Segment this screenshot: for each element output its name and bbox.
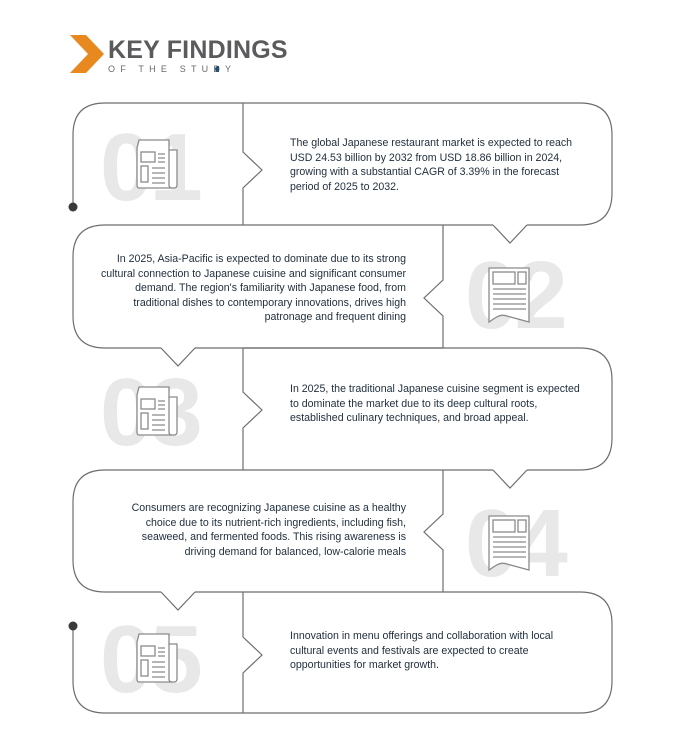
finding-text-05: Innovation in menu offerings and collabo… <box>290 630 554 671</box>
speech-tail <box>160 345 196 367</box>
title: KEY FINDINGS <box>108 36 288 64</box>
timeline-end-dot <box>68 621 78 631</box>
speech-tail <box>160 589 196 611</box>
speech-tail <box>492 222 528 244</box>
newspaper-icon <box>488 515 530 572</box>
finding-text-03: In 2025, the traditional Japanese cuisin… <box>290 383 580 424</box>
finding-text-04: Consumers are recognizing Japanese cuisi… <box>131 502 406 558</box>
speech-tail <box>492 467 528 489</box>
newspaper-icon <box>136 139 178 189</box>
subtitle: OF THE STUDY <box>108 64 237 74</box>
finding-text-01: The global Japanese restaurant market is… <box>290 137 573 193</box>
timeline-start-dot <box>68 202 78 212</box>
chevron-logo-icon <box>70 35 104 73</box>
finding-text-02: In 2025, Asia-Pacific is expected to dom… <box>100 253 406 323</box>
newspaper-icon <box>488 267 530 324</box>
newspaper-icon <box>136 633 178 683</box>
newspaper-icon <box>136 386 178 436</box>
title-dot-decoration <box>215 66 219 72</box>
